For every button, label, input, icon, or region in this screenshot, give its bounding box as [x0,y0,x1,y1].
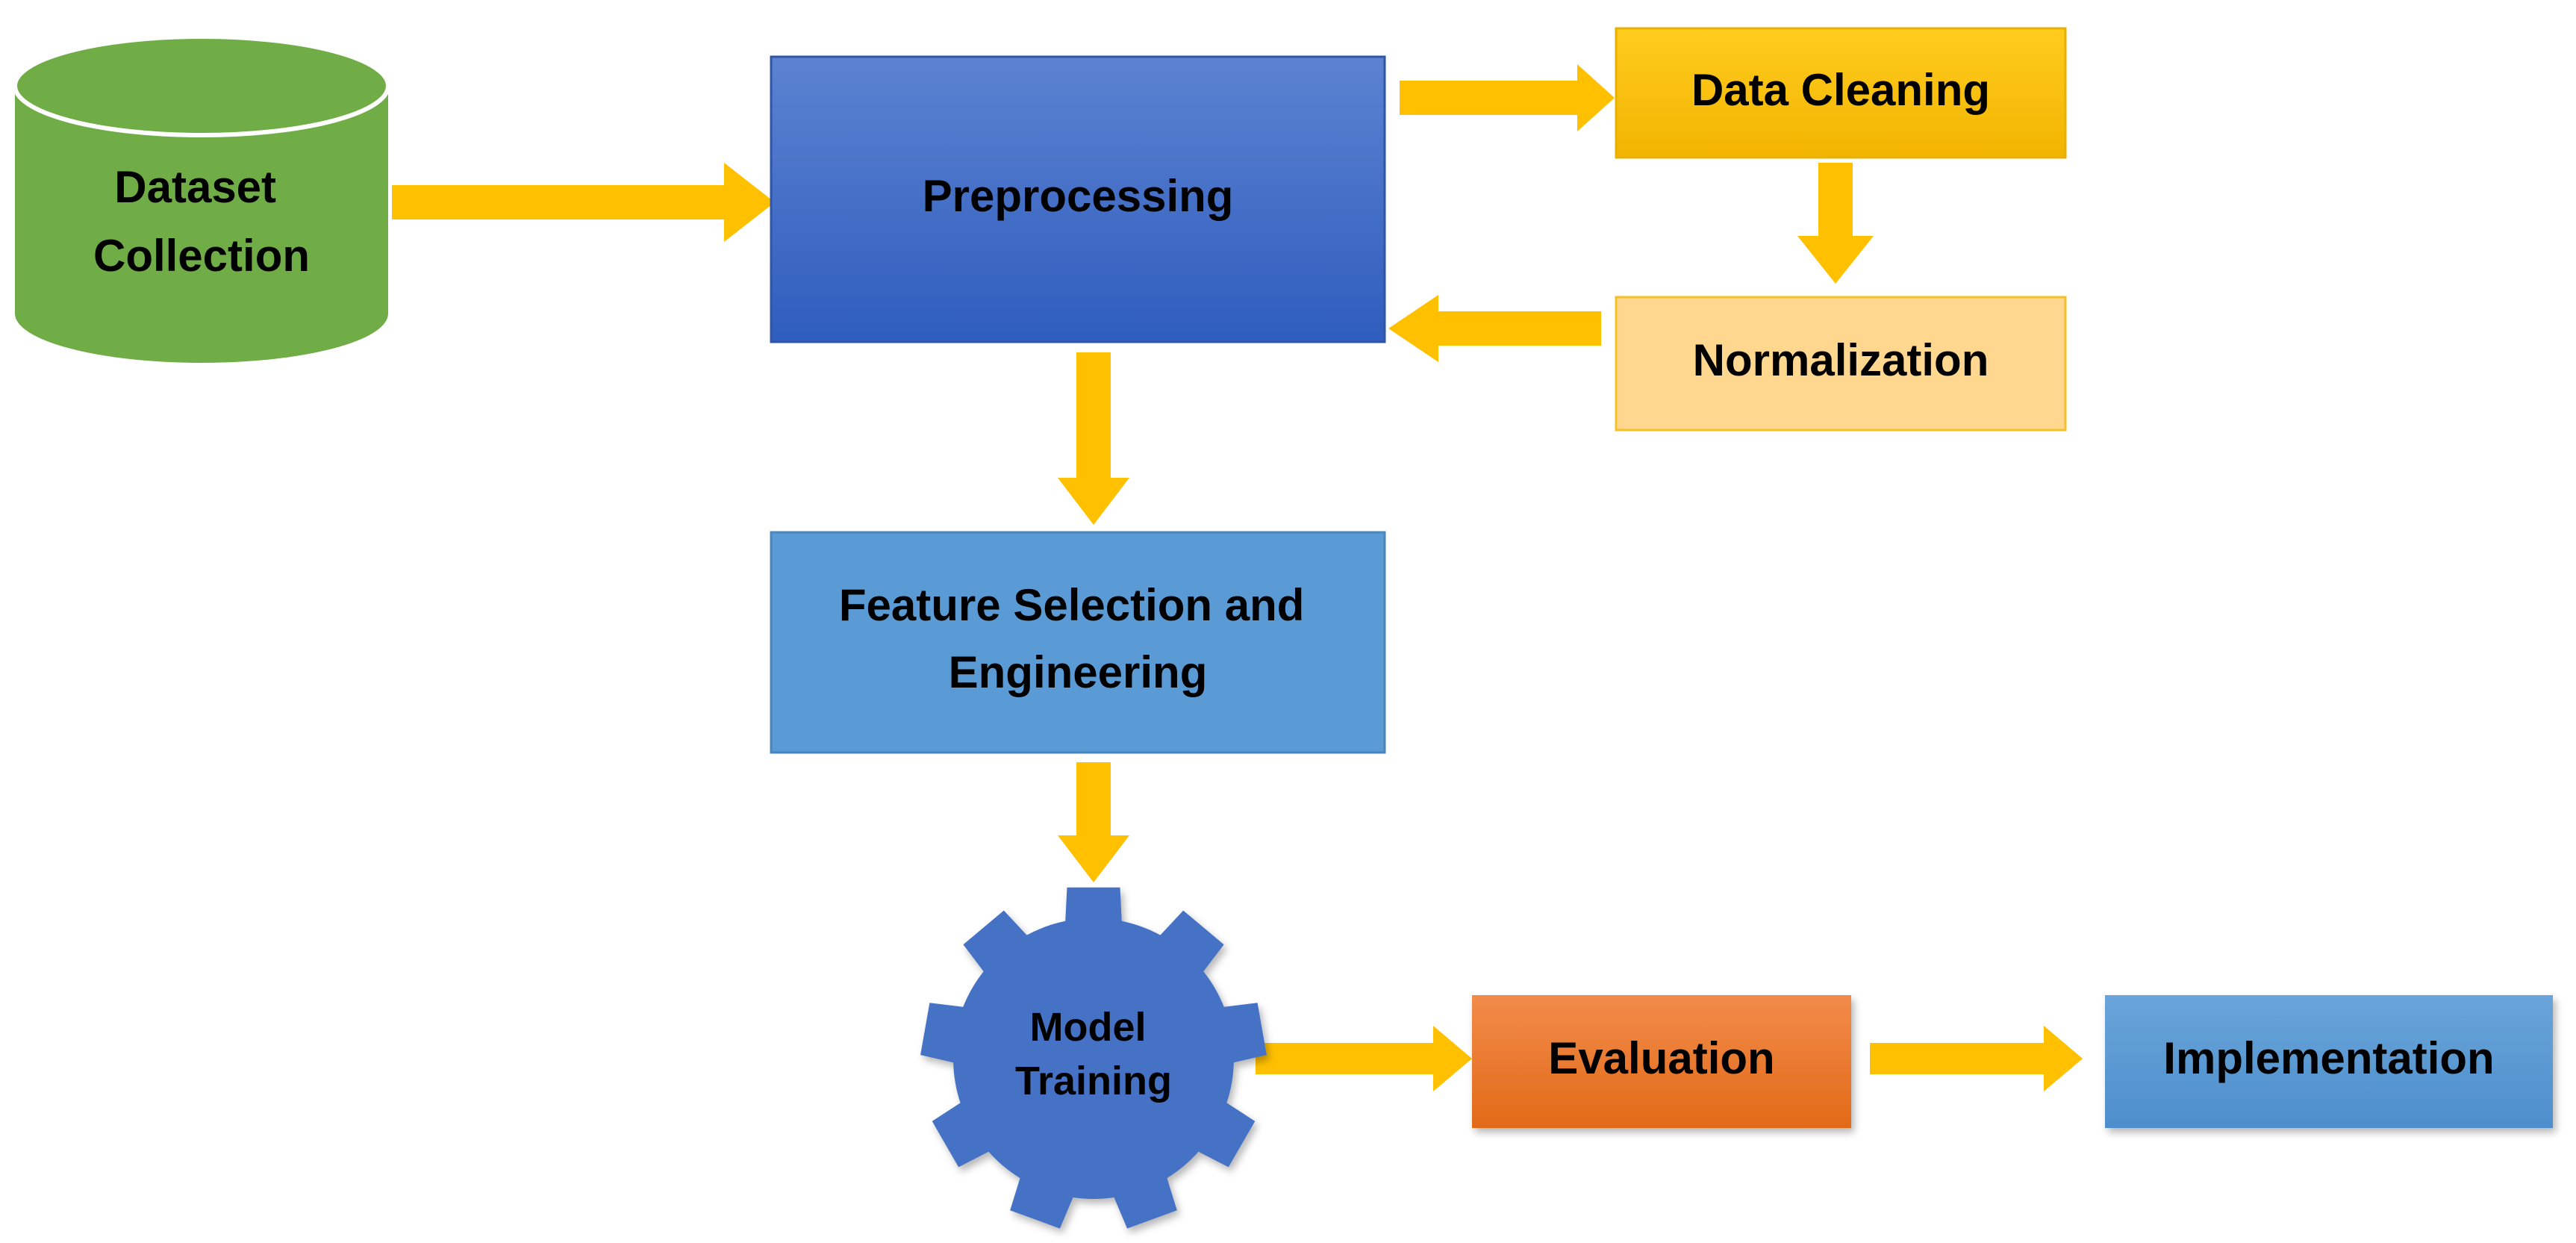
training-line-2: Training [1015,1059,1172,1103]
data-cleaning-label: Data Cleaning [1691,65,1990,115]
preprocessing-node: Preprocessing [770,55,1386,343]
arrow-training-to-evaluation [1256,1026,1472,1091]
implementation-node: Implementation [2105,995,2553,1128]
arrow-cleaning-to-normalization [1797,163,1874,284]
dataset-collection-label: Dataset Collection [93,162,310,281]
normalization-label: Normalization [1693,335,1989,385]
data-cleaning-node: Data Cleaning [1615,27,2067,159]
evaluation-label: Evaluation [1548,1033,1774,1083]
arrow-preprocessing-to-cleaning [1400,64,1615,131]
preprocessing-label: Preprocessing [923,171,1234,221]
arrow-feature-to-training [1058,762,1129,882]
arrow-dataset-to-preprocessing [392,163,775,242]
dataset-line-1: Dataset [114,162,276,212]
gear-icon [920,887,1267,1229]
arrow-preprocessing-to-feature [1058,352,1129,525]
feature-line-2: Engineering [949,647,1208,697]
model-training-label: Model Training [1015,1005,1172,1103]
evaluation-node: Evaluation [1472,995,1851,1128]
feature-line-1: Feature Selection and [839,580,1305,630]
model-training-node: Model Training [920,887,1267,1229]
feature-selection-label: Feature Selection and Engineering [839,580,1317,697]
arrow-normalization-to-preprocessing [1388,295,1601,362]
training-line-1: Model [1029,1005,1146,1050]
implementation-label: Implementation [2163,1033,2494,1083]
feature-selection-node: Feature Selection and Engineering [770,531,1386,754]
arrow-evaluation-to-implementation [1870,1026,2083,1091]
dataset-line-2: Collection [93,231,310,281]
normalization-node: Normalization [1615,296,2067,432]
dataset-collection-node: Dataset Collection [13,34,390,363]
